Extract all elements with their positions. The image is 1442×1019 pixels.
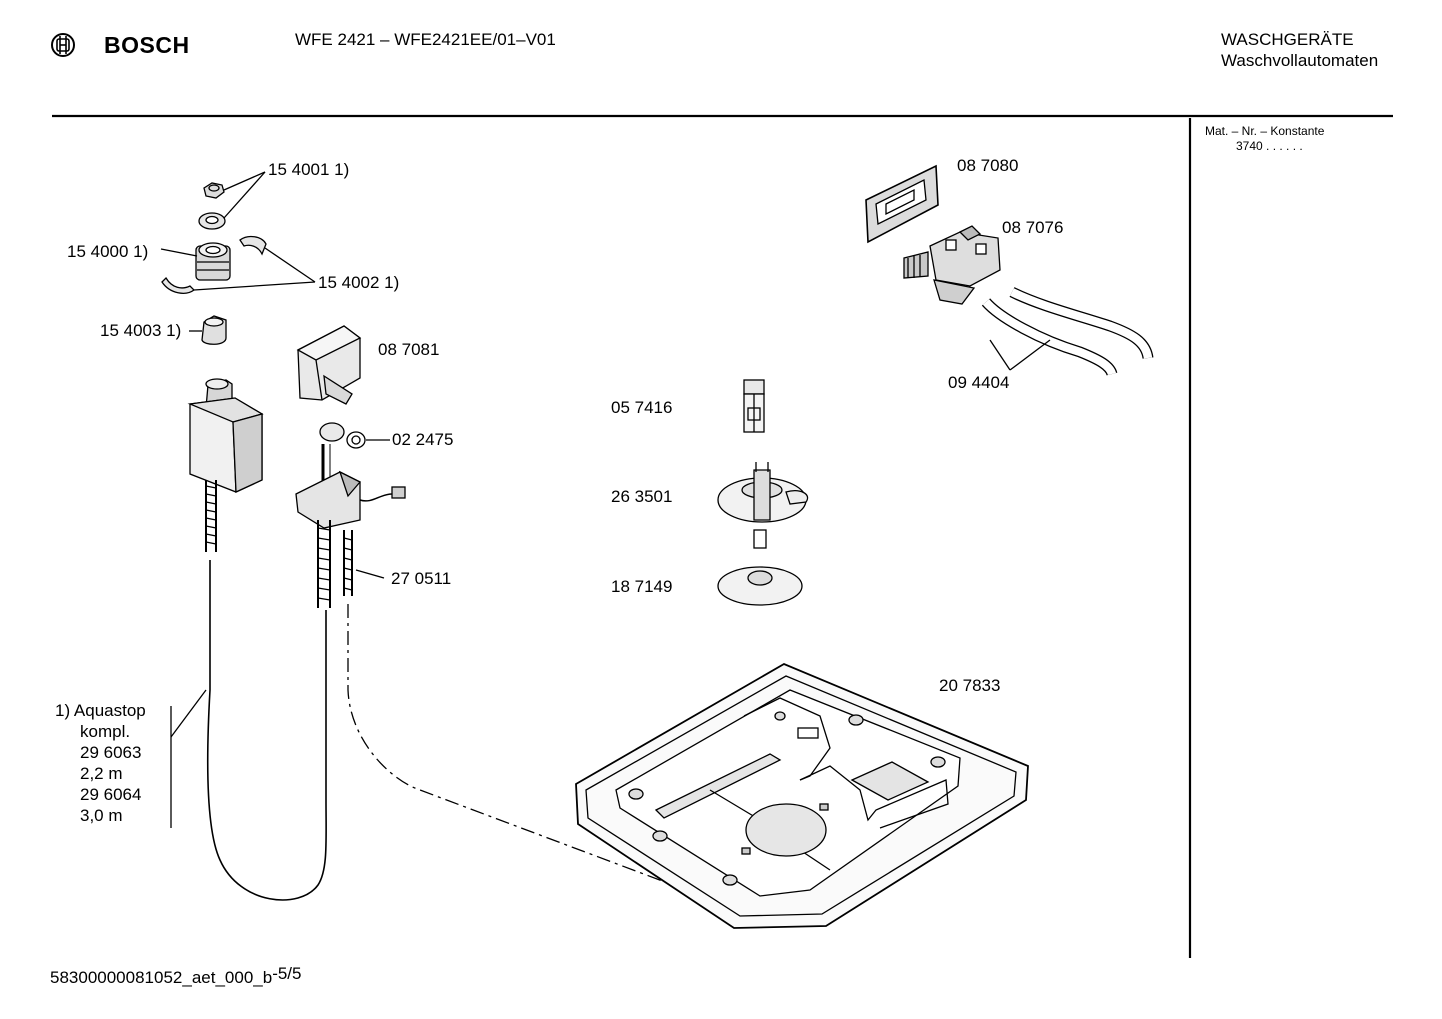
note-line-part-b: 29 6064 [80, 785, 142, 804]
nut-cap-icon [203, 182, 225, 199]
part-label-263501: 26 3501 [611, 487, 673, 506]
page-number: -5/5 [272, 964, 302, 983]
part-label-154003: 15 4003 1) [100, 321, 182, 340]
inlet-hose-mid-icon [317, 520, 353, 608]
part-label-057416: 05 7416 [611, 398, 673, 417]
doc-id: 58300000081052_aet_000_b [50, 968, 273, 987]
cable-clip-icon [743, 379, 765, 433]
connector-nut-icon [195, 242, 231, 281]
note-line-part-a: 29 6063 [80, 743, 142, 762]
part-label-187149: 18 7149 [611, 577, 673, 596]
inlet-valve-icon [903, 225, 1001, 305]
part-label-154001: 15 4001 1) [268, 160, 350, 179]
part-label-207833: 20 7833 [939, 676, 1001, 695]
constant-value: 3740 . . . . . . [1236, 139, 1303, 153]
note-line-length-b: 3,0 m [80, 806, 123, 825]
inlet-hose-left-icon [205, 480, 327, 901]
note-line-title: 1) Aquastop [55, 701, 146, 720]
aquastop-note: 1) Aquastop kompl. 29 6063 2,2 m 29 6064… [55, 700, 146, 826]
washer-ring-icon [198, 212, 226, 230]
note-line-kompl: kompl. [80, 722, 131, 741]
aquastop-connector-icon [295, 470, 406, 529]
part-label-022475: 02 2475 [392, 430, 454, 449]
foot-disc-icon [717, 566, 803, 606]
part-label-094404: 09 4404 [948, 373, 1010, 392]
clip-upper-icon [239, 235, 267, 256]
bosch-logo-icon [50, 32, 76, 63]
subcategory-title: Waschvollautomaten [1221, 51, 1379, 70]
drain-hoses-icon [981, 287, 1154, 376]
hose-cover-icon [296, 325, 362, 405]
aquastop-valve-icon [187, 378, 264, 493]
constant-label: Mat. – Nr. – Konstante [1205, 124, 1325, 138]
part-label-087076: 08 7076 [1002, 218, 1064, 237]
valve-holder-plate-icon [865, 164, 939, 244]
note-line-length-a: 2,2 m [80, 764, 123, 783]
hose-fitting-icon [319, 422, 366, 484]
support-ring-icon [717, 462, 809, 549]
part-label-270511: 27 0511 [391, 569, 452, 588]
part-label-154000: 15 4000 1) [67, 242, 149, 261]
part-label-154002: 15 4002 1) [318, 273, 400, 292]
part-label-087080: 08 7080 [957, 156, 1019, 175]
cap-icon [201, 315, 227, 345]
base-plate-icon [575, 662, 1029, 929]
clip-lower-icon [161, 276, 195, 294]
category-title: WASCHGERÄTE [1221, 30, 1354, 49]
model-title: WFE 2421 – WFE2421EE/01–V01 [295, 30, 556, 49]
part-label-087081: 08 7081 [378, 340, 440, 359]
brand-name: BOSCH [104, 32, 190, 58]
footer-doc-id: 58300000081052_aet_000_b-5/5 [50, 964, 301, 988]
